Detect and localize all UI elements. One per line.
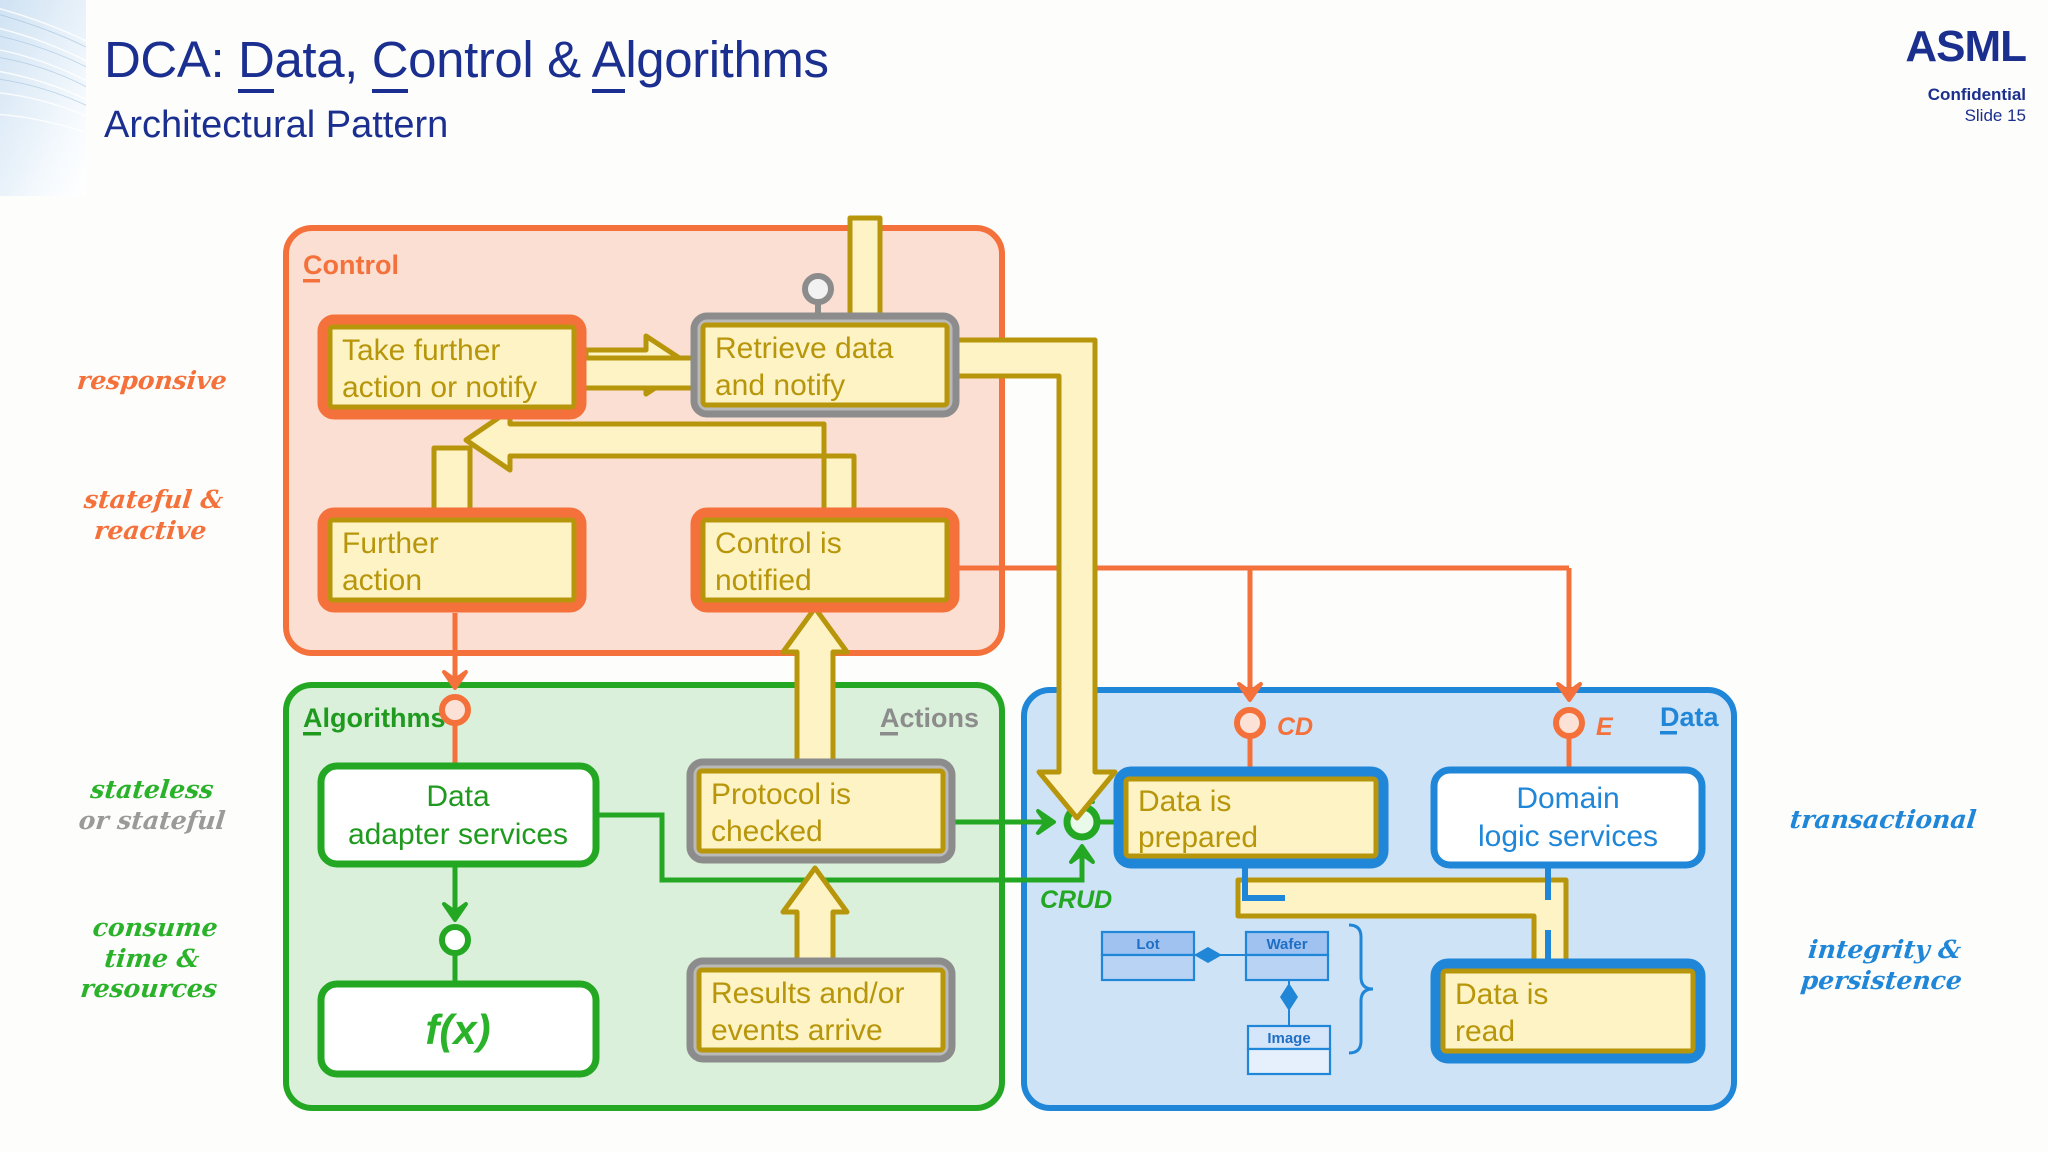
uml-class-wafer: Wafer	[1244, 930, 1330, 982]
svg-text:Take further: Take further	[342, 334, 500, 367]
svg-text:action or notify: action or notify	[342, 371, 537, 404]
panel-label-algorithms: Algorithms	[303, 703, 446, 736]
svg-text:Lot: Lot	[1136, 936, 1159, 953]
connector-ball-algorithms	[439, 694, 471, 726]
svg-text:Domain: Domain	[1516, 782, 1619, 815]
panel-label-actions: Actions	[880, 703, 979, 736]
svg-text:Wafer: Wafer	[1266, 936, 1307, 953]
svg-text:Further: Further	[342, 527, 439, 560]
connector-label-crud: CRUD	[1040, 886, 1112, 914]
node-protocol-is-checked[interactable]: Protocol is checked	[686, 758, 956, 864]
connector-ball-e	[1553, 707, 1585, 739]
uml-class-image: Image	[1246, 1024, 1332, 1076]
svg-text:Data is: Data is	[1455, 978, 1548, 1011]
arrow-protocol-to-control-notified	[780, 605, 850, 766]
slide-number: Slide 15	[1964, 106, 2026, 126]
svg-text:Actions: Actions	[880, 703, 979, 733]
node-domain-logic-services[interactable]: Domain logic services	[1430, 766, 1706, 869]
node-take-further-action[interactable]: Take further action or notify	[317, 314, 587, 420]
svg-text:action: action	[342, 564, 422, 597]
svg-text:Image: Image	[1267, 1030, 1310, 1047]
svg-text:Algorithms: Algorithms	[303, 703, 446, 733]
svg-text:prepared: prepared	[1138, 821, 1258, 854]
node-data-adapter-services[interactable]: Data adapter services	[317, 762, 600, 868]
connector-label-cd: CD	[1277, 713, 1313, 741]
node-data-is-prepared[interactable]: Data is prepared	[1113, 766, 1389, 869]
node-control-is-notified[interactable]: Control is notified	[690, 507, 960, 613]
decorative-corner-artwork	[0, 0, 86, 196]
svg-text:and notify: and notify	[715, 369, 845, 402]
uml-diamond-wafer	[1280, 983, 1298, 1011]
panel-label-data: Data	[1660, 702, 1720, 735]
svg-text:Control is: Control is	[715, 527, 842, 560]
connector-ball-cd	[1234, 707, 1266, 739]
svg-text:Retrieve data: Retrieve data	[715, 332, 894, 365]
uml-diamond-lot	[1194, 947, 1222, 963]
page-subtitle: Architectural Pattern	[104, 104, 449, 146]
uml-class-lot: Lot	[1100, 930, 1196, 982]
svg-text:Results and/or: Results and/or	[711, 977, 904, 1010]
svg-text:adapter services: adapter services	[348, 818, 568, 851]
connector-data-prepared-to-read	[1242, 862, 1285, 901]
header-band	[86, 0, 2048, 196]
connector-label-e: E	[1596, 713, 1614, 741]
arrow-retrieve-to-data-prepared	[952, 337, 1118, 821]
uml-class-diagram: Lot Wafer Image	[1100, 923, 1374, 1076]
svg-text:Data is: Data is	[1138, 785, 1231, 818]
node-retrieve-data-and-notify[interactable]: Retrieve data and notify	[690, 273, 960, 418]
svg-text:Data: Data	[1660, 702, 1720, 732]
svg-text:notified: notified	[715, 564, 812, 597]
uml-grouping-brace	[1348, 923, 1374, 1055]
svg-text:events arrive: events arrive	[711, 1014, 883, 1047]
svg-text:checked: checked	[711, 815, 823, 848]
svg-text:Control: Control	[303, 250, 399, 280]
provided-interface-lollipop-icon	[802, 273, 834, 305]
svg-text:Data: Data	[426, 780, 490, 813]
node-results-events-arrive[interactable]: Results and/or events arrive	[686, 957, 956, 1063]
svg-text:logic services: logic services	[1478, 820, 1658, 853]
node-fx[interactable]: f(x)	[317, 980, 600, 1078]
node-data-is-read[interactable]: Data is read	[1430, 958, 1706, 1064]
node-further-action[interactable]: Further action	[317, 507, 587, 613]
connector-ball-fx	[439, 924, 471, 956]
connector-adapter-to-crud	[596, 812, 1085, 883]
confidential-label: Confidential	[1927, 85, 2026, 104]
svg-text:f(x): f(x)	[425, 1006, 490, 1053]
panel-label-control: Control	[303, 250, 399, 283]
brand-block: ASML Confidential Slide 15	[1905, 22, 2027, 127]
asml-logo: ASML	[1905, 22, 2027, 71]
page-title: DCA: Data, Control & Algorithms	[104, 30, 829, 93]
svg-text:Protocol is: Protocol is	[711, 778, 851, 811]
svg-text:read: read	[1455, 1015, 1515, 1048]
